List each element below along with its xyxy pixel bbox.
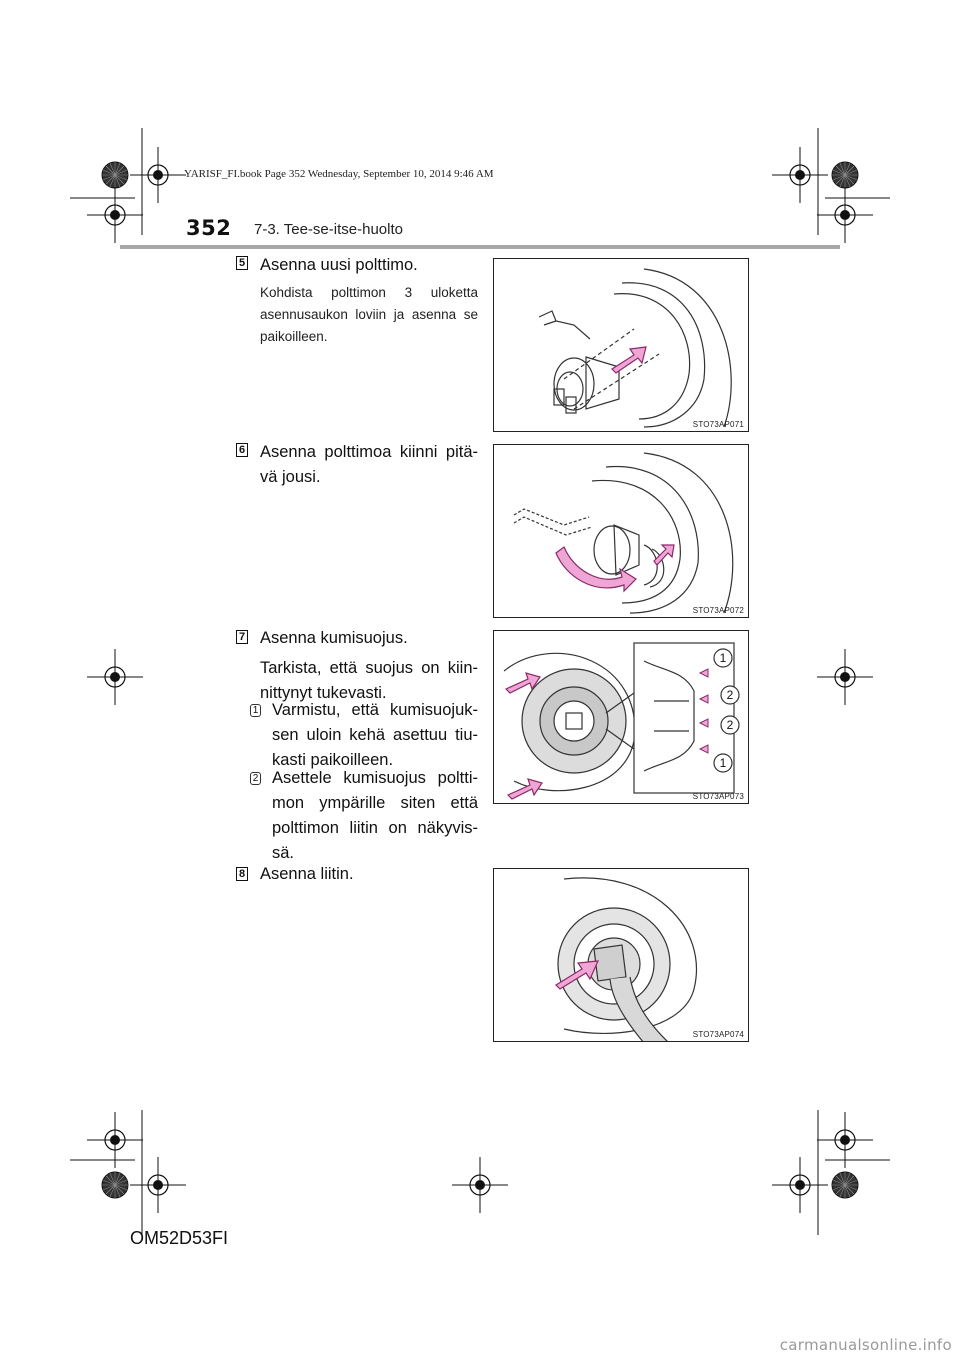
push-arrow [653, 544, 675, 566]
push-arrow [504, 672, 541, 694]
document-code: OM52D53FI [130, 1228, 229, 1248]
item-text: Asettele kumisuojus poltti-mon ympärille… [272, 769, 478, 862]
figure-spring: STO73AP072 [493, 444, 749, 618]
item-marker: 1 [250, 704, 261, 717]
page-number: 352 [186, 216, 232, 240]
step-number-8: 8 [236, 867, 248, 881]
figure-install-bulb: STO73AP071 [493, 258, 749, 432]
step-5-note: Kohdista polttimon 3 uloketta asennusauk… [260, 285, 478, 344]
callout-1: 1 [720, 756, 727, 770]
list-item: 1 Varmistu, että kumisuojuk-sen uloin ke… [250, 698, 478, 773]
step-8-text: Asenna liitin. [260, 865, 354, 883]
callout-2: 2 [727, 688, 734, 702]
figure-connector: STO73AP074 [493, 868, 749, 1042]
step-5-text: Asenna uusi polttimo. [260, 256, 418, 274]
section-title: 7-3. Tee-se-itse-huolto [254, 221, 403, 238]
rotate-arrow [555, 546, 637, 593]
figure-code: STO73AP071 [692, 420, 744, 429]
step-number-5: 5 [236, 256, 248, 270]
item-text: Varmistu, että kumisuojuk-sen uloin kehä… [272, 701, 478, 769]
step-number-7: 7 [236, 630, 248, 644]
push-arrow [555, 960, 599, 990]
header-rule [120, 245, 840, 249]
push-arrow [611, 346, 647, 374]
item-marker: 2 [250, 772, 261, 785]
watermark: carmanualsonline.info [779, 1336, 952, 1354]
step-number-6: 6 [236, 443, 248, 457]
step-7-text: Asenna kumisuojus. [260, 629, 408, 647]
figure-rubber-cover: 1 2 2 1 STO73AP073 [493, 630, 749, 804]
callout-1: 1 [720, 651, 727, 665]
book-header: YARISF_FI.book Page 352 Wednesday, Septe… [184, 168, 494, 180]
callout-2: 2 [727, 718, 734, 732]
push-arrow [506, 778, 543, 800]
step-6-text: Asenna polttimoa kiinni pitä-vä jousi. [260, 443, 478, 486]
list-item: 2 Asettele kumisuojus poltti-mon ympäril… [250, 766, 478, 866]
step-7-body: Tarkista, että suojus on kiin-nittynyt t… [260, 659, 478, 702]
figure-code: STO73AP072 [692, 606, 744, 615]
figure-code: STO73AP073 [692, 792, 744, 801]
figure-code: STO73AP074 [692, 1030, 744, 1039]
